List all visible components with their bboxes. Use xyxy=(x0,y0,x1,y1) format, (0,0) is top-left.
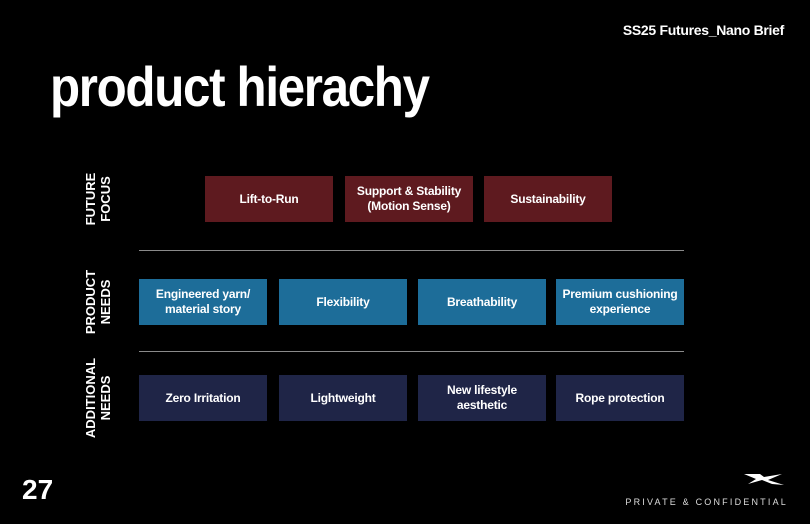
label-line: NEEDS xyxy=(98,279,113,325)
label-line: PRODUCT xyxy=(83,269,98,335)
page-title: product hierachy xyxy=(50,55,430,118)
divider xyxy=(139,351,684,352)
divider xyxy=(139,250,684,251)
reebok-logo-icon xyxy=(744,474,784,485)
product-need-box: Flexibility xyxy=(279,279,407,325)
row-label-product-needs: PRODUCT NEEDS xyxy=(78,252,118,352)
label-line: FUTURE xyxy=(83,172,98,226)
label-line: ADDITIONAL xyxy=(83,357,98,439)
confidential-notice: PRIVATE & CONFIDENTIAL xyxy=(625,497,788,507)
row-label-future-focus: FUTURE FOCUS xyxy=(78,149,118,249)
product-need-box: Engineered yarn/ material story xyxy=(139,279,267,325)
additional-need-box: Lightweight xyxy=(279,375,407,421)
label-line: FOCUS xyxy=(98,176,113,222)
future-focus-box: Support & Stability (Motion Sense) xyxy=(345,176,473,222)
future-focus-box: Lift-to-Run xyxy=(205,176,333,222)
product-need-box: Premium cushioning experience xyxy=(556,279,684,325)
label-line: NEEDS xyxy=(98,375,113,421)
product-need-box: Breathability xyxy=(418,279,546,325)
brief-title: SS25 Futures_Nano Brief xyxy=(622,22,784,38)
additional-need-box: Zero Irritation xyxy=(139,375,267,421)
additional-need-box: New lifestyle aesthetic xyxy=(418,375,546,421)
row-label-additional-needs: ADDITIONAL NEEDS xyxy=(78,348,118,448)
page-number: 27 xyxy=(22,474,54,505)
future-focus-box: Sustainability xyxy=(484,176,612,222)
additional-need-box: Rope protection xyxy=(556,375,684,421)
